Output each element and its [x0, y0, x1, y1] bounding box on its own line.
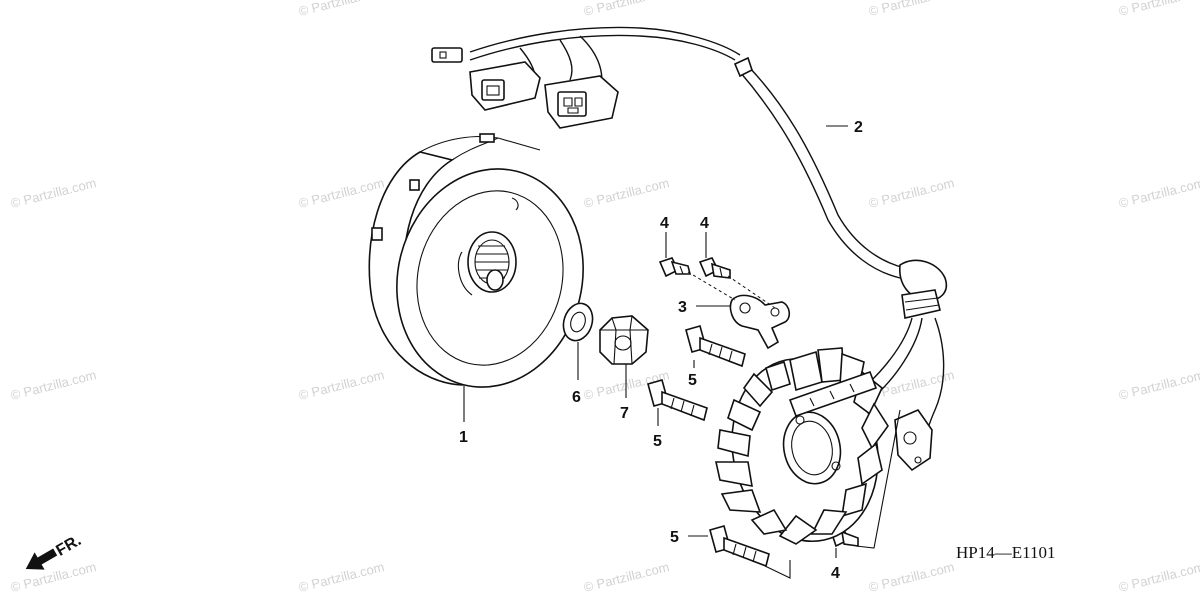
- watermark: © Partzilla.com: [297, 0, 386, 19]
- callout-5: 5: [688, 372, 697, 389]
- callout-3: 3: [678, 299, 687, 316]
- washer-illustration[interactable]: [559, 300, 597, 345]
- watermark: © Partzilla.com: [1117, 0, 1200, 19]
- bolt-illustration[interactable]: [658, 257, 692, 278]
- stator-illustration[interactable]: [715, 345, 894, 555]
- watermark: © Partzilla.com: [867, 175, 956, 211]
- leader-lines: [463, 125, 901, 579]
- watermark: © Partzilla.com: [297, 175, 386, 211]
- watermark: © Partzilla.com: [582, 559, 671, 595]
- callout-labels: 1 2 3 4 4 4 5 5 5 6 7: [459, 119, 863, 582]
- harness-connector: [469, 61, 541, 111]
- long-bolt-illustration[interactable]: [709, 525, 770, 568]
- direction-label: FR.: [53, 532, 84, 560]
- watermark: © Partzilla.com: [9, 367, 98, 403]
- callout-1: 1: [459, 429, 468, 446]
- watermark: © Partzilla.com: [1117, 367, 1200, 403]
- watermark: © Partzilla.com: [867, 0, 956, 19]
- diagram-code: HP14—E1101: [956, 543, 1056, 562]
- arrow-left-icon: [25, 548, 58, 570]
- watermark: © Partzilla.com: [9, 175, 98, 211]
- setting-plate-illustration[interactable]: [729, 294, 791, 350]
- watermark: © Partzilla.com: [297, 559, 386, 595]
- callout-7: 7: [620, 405, 629, 422]
- pulse-generator: [894, 409, 933, 472]
- small-connector: [431, 47, 463, 63]
- callout-4: 4: [831, 565, 840, 582]
- watermark: © Partzilla.com: [582, 0, 671, 19]
- callout-4: 4: [660, 215, 669, 232]
- wire-harness-illustration[interactable]: [431, 26, 947, 472]
- watermark: © Partzilla.com: [297, 367, 386, 403]
- bolt-illustration[interactable]: [698, 257, 731, 279]
- long-bolt-illustration[interactable]: [647, 379, 708, 422]
- callout-4: 4: [700, 215, 709, 232]
- watermark: © Partzilla.com: [1117, 559, 1200, 595]
- callout-5: 5: [670, 529, 679, 546]
- flange-nut-illustration[interactable]: [599, 315, 649, 365]
- callout-2: 2: [854, 119, 863, 136]
- long-bolt-illustration[interactable]: [685, 325, 746, 368]
- watermark: © Partzilla.com: [582, 175, 671, 211]
- watermark: © Partzilla.com: [867, 559, 956, 595]
- watermark: © Partzilla.com: [1117, 175, 1200, 211]
- flywheel-illustration[interactable]: [368, 133, 606, 407]
- callout-6: 6: [572, 389, 581, 406]
- callout-5: 5: [653, 433, 662, 450]
- watermark: © Partzilla.com: [9, 559, 98, 595]
